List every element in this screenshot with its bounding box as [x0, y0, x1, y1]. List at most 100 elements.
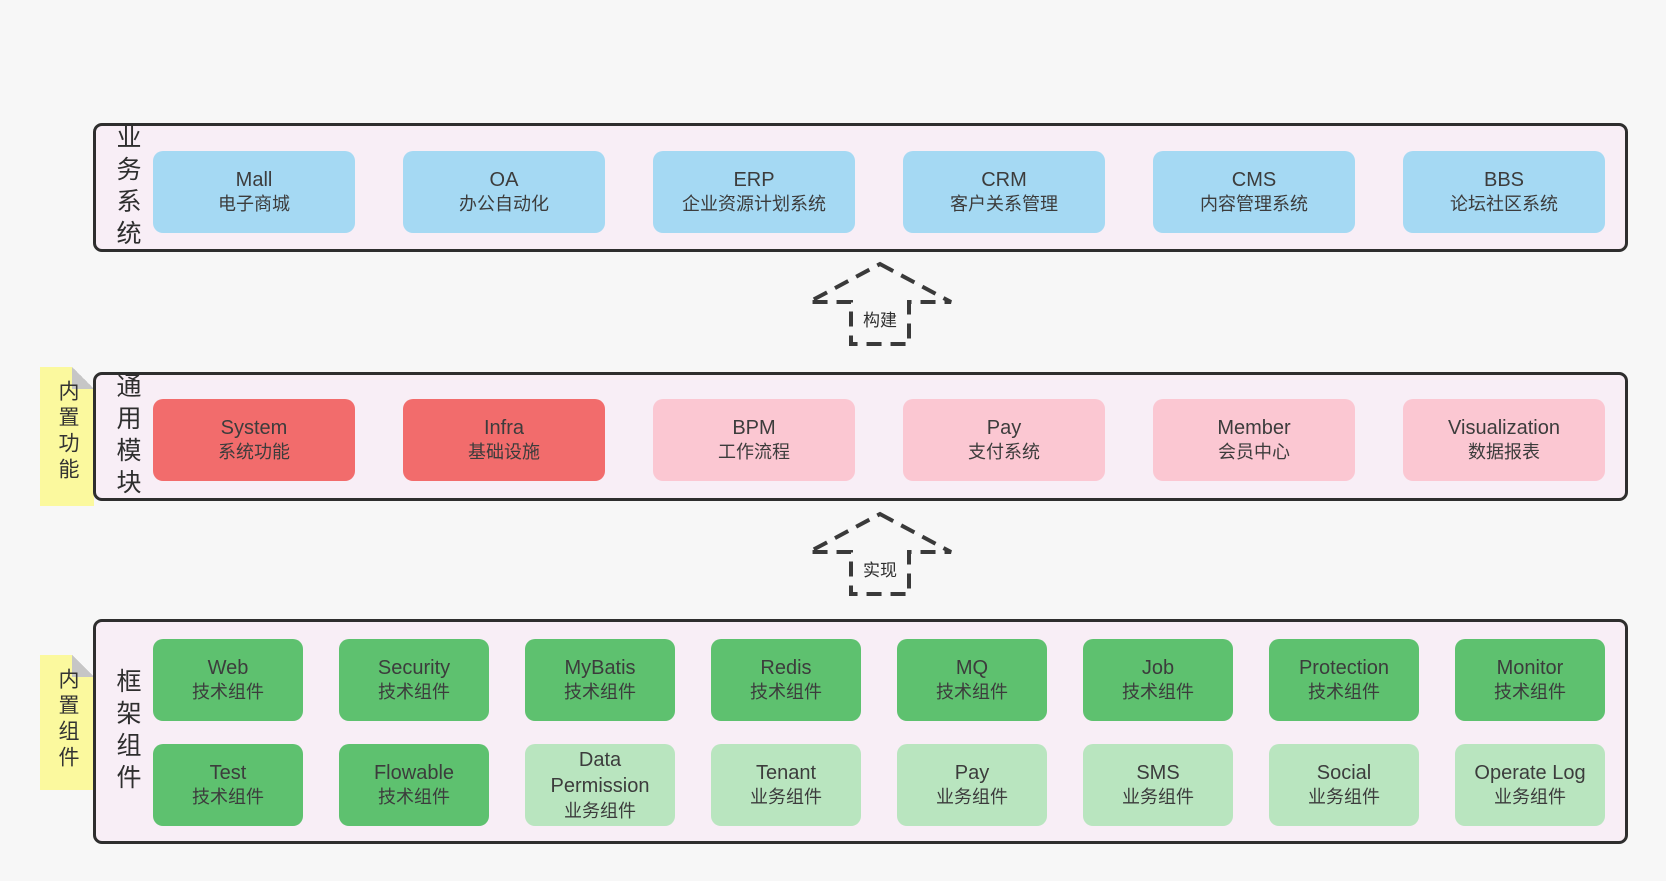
common-modules-label: 通用模块 — [113, 372, 141, 501]
implement-arrow: 实现 — [805, 510, 955, 598]
box-erp: ERP 企业资源计划系统 — [653, 151, 855, 233]
box-test: Test 技术组件 — [153, 744, 303, 826]
box-subtitle: 技术组件 — [1494, 682, 1566, 703]
framework-components-panel: 框架组件 Web 技术组件 Security 技术组件 MyBatis 技术组件… — [93, 619, 1628, 844]
box-job: Job 技术组件 — [1083, 639, 1233, 721]
box-title: ERP — [733, 168, 775, 191]
box-title: Protection — [1298, 656, 1390, 679]
box-mq: MQ 技术组件 — [897, 639, 1047, 721]
box-title: Infra — [483, 416, 525, 439]
box-subtitle: 业务组件 — [1308, 787, 1380, 808]
box-pay: Pay 支付系统 — [903, 399, 1105, 481]
box-title: Job — [1141, 656, 1175, 679]
box-subtitle: 业务组件 — [564, 800, 636, 821]
box-title: Pay — [986, 416, 1022, 439]
box-title: BPM — [732, 416, 776, 439]
box-subtitle: 技术组件 — [192, 787, 264, 808]
box-title: Data Permission — [550, 748, 650, 798]
common-modules-panel: 通用模块 System 系统功能 Infra 基础设施 BPM 工作流程 Pay… — [93, 372, 1628, 501]
box-subtitle: 业务组件 — [1494, 787, 1566, 808]
builtin-features-note-label: 内置功能 — [56, 380, 79, 484]
box-member: Member 会员中心 — [1153, 399, 1355, 481]
box-bpm: BPM 工作流程 — [653, 399, 855, 481]
box-title: Social — [1316, 761, 1372, 784]
box-security: Security 技术组件 — [339, 639, 489, 721]
box-social: Social 业务组件 — [1269, 744, 1419, 826]
folded-corner-icon — [72, 655, 94, 677]
folded-corner-icon — [72, 367, 94, 389]
box-subtitle: 业务组件 — [1122, 787, 1194, 808]
box-flowable: Flowable 技术组件 — [339, 744, 489, 826]
business-systems-panel: 业务系统 Mall 电子商城 OA 办公自动化 ERP 企业资源计划系统 CRM… — [93, 123, 1628, 252]
box-subtitle: 基础设施 — [468, 442, 540, 463]
box-title: CRM — [981, 168, 1027, 191]
box-subtitle: 技术组件 — [192, 682, 264, 703]
box-title: Visualization — [1448, 416, 1560, 439]
build-arrow: 构建 — [805, 260, 955, 348]
box-title: OA — [489, 168, 519, 191]
box-subtitle: 企业资源计划系统 — [682, 194, 826, 215]
up-arrow-dashed-icon — [808, 511, 952, 596]
box-operate-log: Operate Log 业务组件 — [1455, 744, 1605, 826]
box-title: Test — [209, 761, 247, 784]
business-systems-row: Mall 电子商城 OA 办公自动化 ERP 企业资源计划系统 CRM 客户关系… — [153, 151, 1605, 233]
box-subtitle: 业务组件 — [936, 787, 1008, 808]
box-subtitle: 技术组件 — [936, 682, 1008, 703]
box-infra: Infra 基础设施 — [403, 399, 605, 481]
box-bbs: BBS 论坛社区系统 — [1403, 151, 1605, 233]
builtin-components-note: 内置组件 — [40, 655, 94, 790]
box-title: CMS — [1231, 168, 1277, 191]
box-title: Flowable — [373, 761, 455, 784]
box-pay-biz: Pay 业务组件 — [897, 744, 1047, 826]
implement-arrow-label: 实现 — [860, 556, 900, 581]
box-subtitle: 数据报表 — [1468, 442, 1540, 463]
box-system: System 系统功能 — [153, 399, 355, 481]
builtin-features-note: 内置功能 — [40, 367, 94, 506]
box-oa: OA 办公自动化 — [403, 151, 605, 233]
box-title: MQ — [955, 656, 989, 679]
box-title: Tenant — [755, 761, 817, 784]
box-subtitle: 技术组件 — [750, 682, 822, 703]
box-title: Monitor — [1496, 656, 1564, 679]
box-subtitle: 技术组件 — [1308, 682, 1380, 703]
framework-components-row-1: Web 技术组件 Security 技术组件 MyBatis 技术组件 Redi… — [153, 639, 1605, 721]
box-subtitle: 办公自动化 — [459, 194, 549, 215]
box-crm: CRM 客户关系管理 — [903, 151, 1105, 233]
box-subtitle: 支付系统 — [968, 442, 1040, 463]
box-tenant: Tenant 业务组件 — [711, 744, 861, 826]
box-subtitle: 技术组件 — [378, 787, 450, 808]
up-arrow-dashed-icon — [808, 261, 952, 346]
box-cms: CMS 内容管理系统 — [1153, 151, 1355, 233]
box-title: Web — [207, 656, 249, 679]
box-data-permission: Data Permission 业务组件 — [525, 744, 675, 826]
box-subtitle: 系统功能 — [218, 442, 290, 463]
box-title: Security — [377, 656, 451, 679]
box-subtitle: 业务组件 — [750, 787, 822, 808]
box-sms: SMS 业务组件 — [1083, 744, 1233, 826]
box-title: BBS — [1483, 168, 1525, 191]
box-subtitle: 论坛社区系统 — [1450, 194, 1558, 215]
box-subtitle: 电子商城 — [218, 194, 290, 215]
box-title: Redis — [760, 656, 812, 679]
box-mybatis: MyBatis 技术组件 — [525, 639, 675, 721]
box-web: Web 技术组件 — [153, 639, 303, 721]
framework-components-label: 框架组件 — [113, 667, 141, 796]
box-subtitle: 工作流程 — [718, 442, 790, 463]
box-visualization: Visualization 数据报表 — [1403, 399, 1605, 481]
box-subtitle: 客户关系管理 — [950, 194, 1058, 215]
business-systems-label: 业务系统 — [113, 123, 141, 252]
box-title: MyBatis — [564, 656, 636, 679]
box-title: Pay — [954, 761, 990, 784]
box-title: System — [220, 416, 288, 439]
common-modules-row: System 系统功能 Infra 基础设施 BPM 工作流程 Pay 支付系统… — [153, 399, 1605, 481]
builtin-components-note-label: 内置组件 — [56, 668, 79, 772]
framework-components-row-2: Test 技术组件 Flowable 技术组件 Data Permission … — [153, 744, 1605, 826]
box-subtitle: 技术组件 — [564, 682, 636, 703]
box-subtitle: 内容管理系统 — [1200, 194, 1308, 215]
box-subtitle: 技术组件 — [1122, 682, 1194, 703]
box-title: Mall — [235, 168, 273, 191]
box-title: Member — [1217, 416, 1291, 439]
box-subtitle: 会员中心 — [1218, 442, 1290, 463]
box-title: Operate Log — [1474, 761, 1586, 784]
box-monitor: Monitor 技术组件 — [1455, 639, 1605, 721]
